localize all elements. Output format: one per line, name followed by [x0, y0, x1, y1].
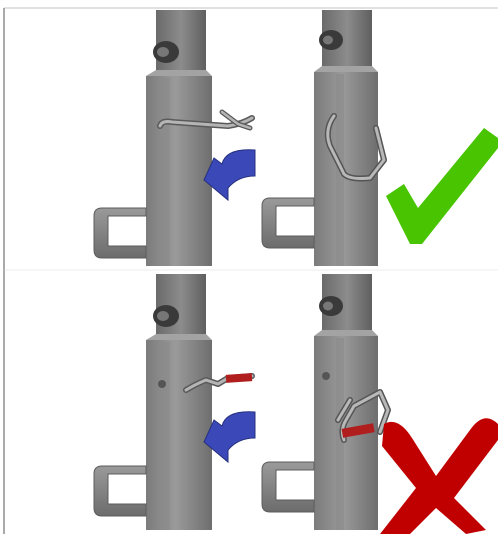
cross-icon — [380, 418, 498, 534]
checkmark-icon — [386, 128, 498, 244]
bottom-row-panel — [94, 274, 498, 534]
post-right-bottom — [262, 274, 388, 530]
post-left-top — [94, 10, 252, 266]
top-row-panel — [94, 10, 498, 266]
marked-pin-segment — [226, 373, 252, 383]
post-left-bottom — [94, 274, 252, 530]
post-right-top — [262, 10, 384, 266]
